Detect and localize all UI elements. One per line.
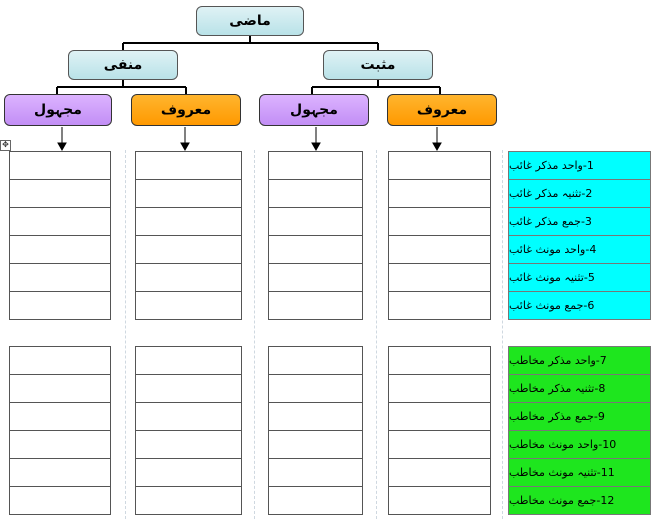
answer-cell[interactable] xyxy=(9,346,111,375)
answer-cell[interactable] xyxy=(135,151,242,180)
answer-cell[interactable] xyxy=(268,291,363,320)
row-label: 8-تثنیہ مذکر مخاطب xyxy=(508,374,651,403)
answer-cell[interactable] xyxy=(388,207,491,236)
answer-cell[interactable] xyxy=(388,430,491,459)
answer-cell[interactable] xyxy=(268,402,363,431)
row-label: 5-تثنیہ مونث غائب xyxy=(508,263,651,292)
answer-cell[interactable] xyxy=(268,458,363,487)
node-musbat: مثبت xyxy=(323,50,433,80)
node-manfi-majhool: مجہول xyxy=(4,94,112,126)
row-label: 3-جمع مذکر غائب xyxy=(508,207,651,236)
answer-cell[interactable] xyxy=(9,458,111,487)
answer-cell[interactable] xyxy=(135,263,242,292)
row-label: 10-واحد مونث مخاطب xyxy=(508,430,651,459)
answer-cell[interactable] xyxy=(135,486,242,515)
table-guide xyxy=(376,150,377,519)
answer-cell[interactable] xyxy=(268,486,363,515)
row-label: 7-واحد مذکر مخاطب xyxy=(508,346,651,375)
answer-cell[interactable] xyxy=(268,374,363,403)
root-node-maazi: ماضی xyxy=(196,6,304,36)
answer-cell[interactable] xyxy=(135,430,242,459)
answer-cell[interactable] xyxy=(268,235,363,264)
answer-cell[interactable] xyxy=(268,346,363,375)
answer-cell[interactable] xyxy=(388,235,491,264)
node-manfi: منفی xyxy=(68,50,178,80)
row-label: 1-واحد مذکر غائب xyxy=(508,151,651,180)
move-icon[interactable]: ✥ xyxy=(0,140,11,151)
table-guide xyxy=(254,150,255,519)
answer-cell[interactable] xyxy=(135,346,242,375)
answer-cell[interactable] xyxy=(388,179,491,208)
answer-cell[interactable] xyxy=(135,235,242,264)
answer-cell[interactable] xyxy=(135,179,242,208)
answer-cell[interactable] xyxy=(388,263,491,292)
answer-cell[interactable] xyxy=(9,374,111,403)
answer-cell[interactable] xyxy=(9,402,111,431)
table-guide xyxy=(502,150,503,519)
answer-cell[interactable] xyxy=(135,402,242,431)
answer-cell[interactable] xyxy=(135,207,242,236)
table-guide xyxy=(125,150,126,519)
answer-cell[interactable] xyxy=(268,263,363,292)
answer-cell[interactable] xyxy=(388,374,491,403)
row-label: 9-جمع مذکر مخاطب xyxy=(508,402,651,431)
answer-cell[interactable] xyxy=(9,151,111,180)
row-label: 4-واحد مونث غائب xyxy=(508,235,651,264)
row-label: 2-تثنیہ مذکر غائب xyxy=(508,179,651,208)
answer-cell[interactable] xyxy=(268,207,363,236)
answer-cell[interactable] xyxy=(388,151,491,180)
answer-cell[interactable] xyxy=(135,458,242,487)
node-manfi-maroof: معروف xyxy=(131,94,241,126)
answer-cell[interactable] xyxy=(9,486,111,515)
answer-cell[interactable] xyxy=(9,291,111,320)
answer-cell[interactable] xyxy=(9,207,111,236)
answer-cell[interactable] xyxy=(388,346,491,375)
answer-cell[interactable] xyxy=(135,291,242,320)
answer-cell[interactable] xyxy=(268,430,363,459)
answer-cell[interactable] xyxy=(9,179,111,208)
answer-cell[interactable] xyxy=(388,486,491,515)
answer-cell[interactable] xyxy=(388,458,491,487)
answer-cell[interactable] xyxy=(388,291,491,320)
row-label: 11-تثنیہ مونث مخاطب xyxy=(508,458,651,487)
answer-cell[interactable] xyxy=(388,402,491,431)
node-musbat-maroof: معروف xyxy=(387,94,497,126)
row-label: 6-جمع مونث غائب xyxy=(508,291,651,320)
answer-cell[interactable] xyxy=(268,179,363,208)
answer-cell[interactable] xyxy=(135,374,242,403)
row-label: 12-جمع مونث مخاطب xyxy=(508,486,651,515)
answer-cell[interactable] xyxy=(9,263,111,292)
answer-cell[interactable] xyxy=(268,151,363,180)
node-musbat-majhool: مجہول xyxy=(259,94,369,126)
answer-cell[interactable] xyxy=(9,235,111,264)
answer-cell[interactable] xyxy=(9,430,111,459)
